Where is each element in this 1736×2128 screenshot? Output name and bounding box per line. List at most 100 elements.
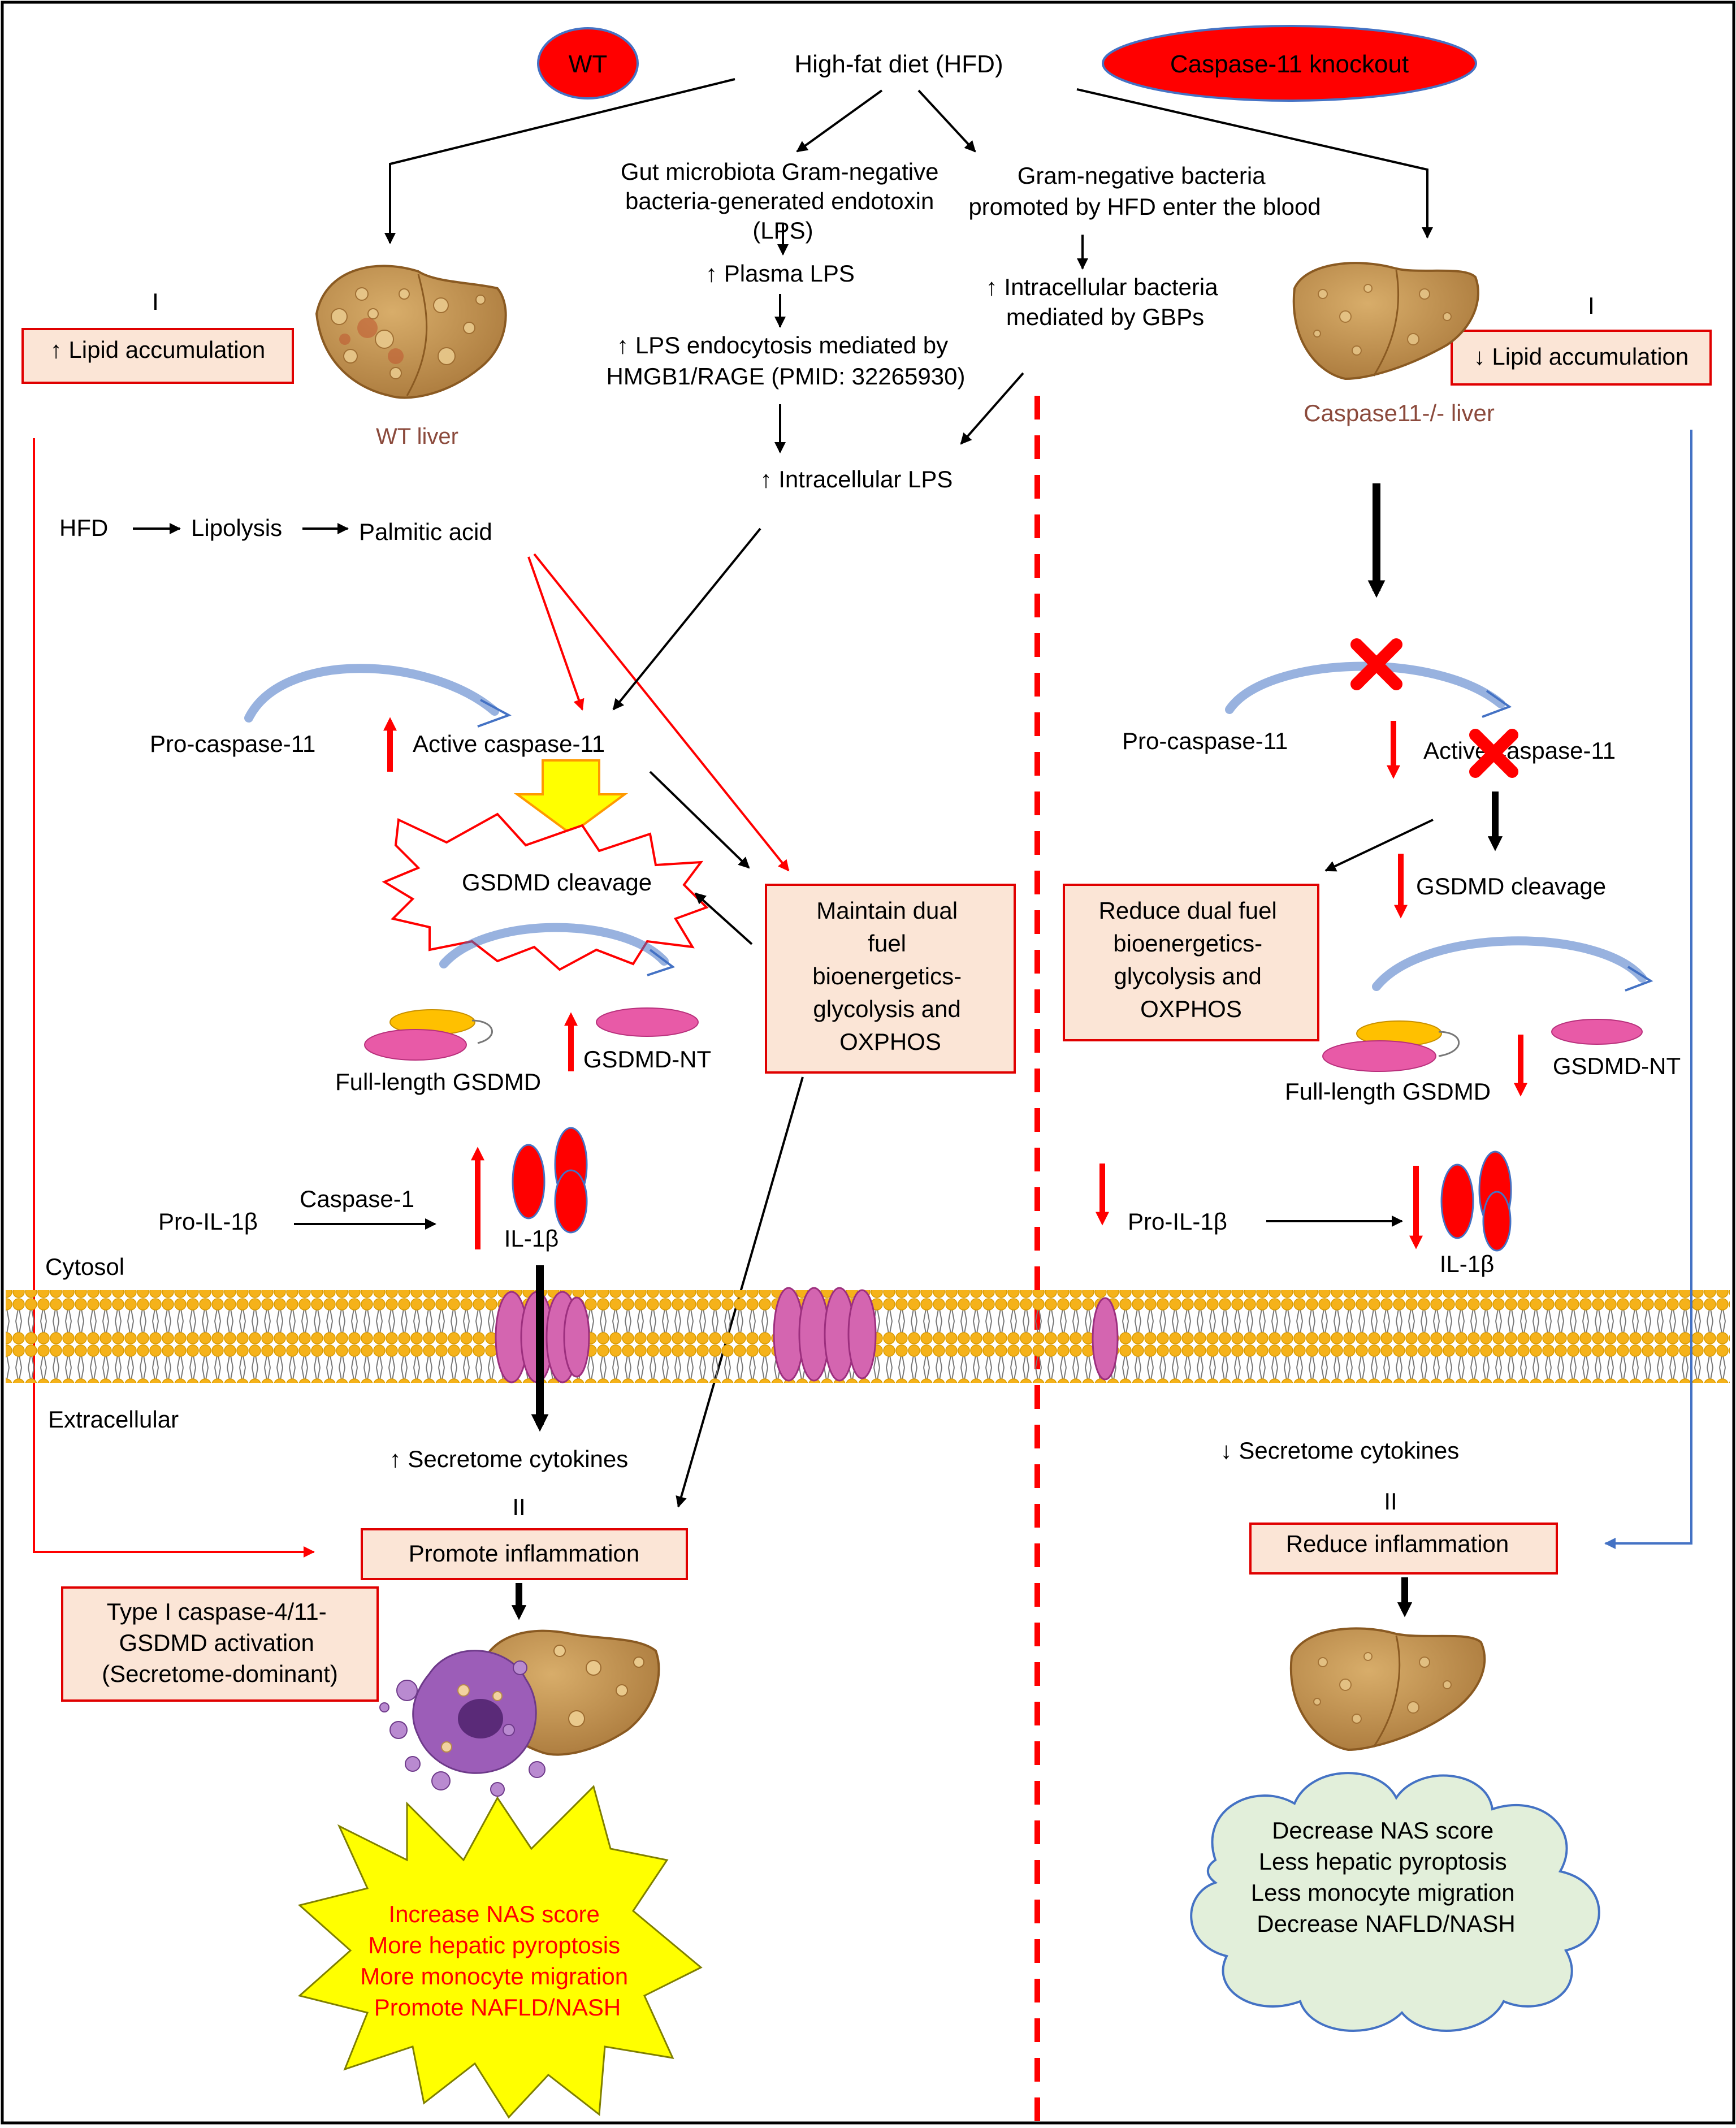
wt-liver-image — [315, 265, 507, 399]
gram-neg-text: Gram-negative bacteria promoted by HFD e… — [968, 162, 1321, 220]
intra-bact-line1: ↑ Intracellular bacteria — [986, 274, 1218, 300]
red-arrow-palmitic-to-maintain — [533, 553, 790, 872]
outcome-left-line1: Increase NAS score — [388, 1901, 600, 1927]
cytosol-label: Cytosol — [45, 1253, 124, 1280]
gsdmd-nt-left-icon — [596, 1007, 699, 1037]
arrow-hfd-to-ko-liver — [1076, 88, 1433, 239]
maintain-line2: fuel — [868, 930, 906, 957]
ko-badge — [1102, 25, 1477, 102]
curved-arrow-gsdmd-left-head — [647, 949, 676, 976]
outcome-left-burst — [297, 1785, 703, 2119]
outcome-right-line1: Decrease NAS score — [1272, 1817, 1493, 1844]
outcome-left-text: Increase NAS score More hepatic pyroptos… — [360, 1901, 635, 2021]
full-length-gsdmd-right-icon — [1322, 1020, 1460, 1072]
lipid-down-box — [1451, 330, 1712, 386]
caspase1-label: Caspase-1 — [300, 1186, 414, 1212]
arrow-hfd-to-gut-lps — [796, 89, 883, 153]
active-right-label: Active caspase-11 — [1423, 737, 1616, 764]
yellow-block-arrow — [513, 759, 629, 836]
procasp-left-label: Pro-caspase-11 — [150, 730, 315, 757]
secretome-up-label: ↑ Secretome cytokines — [389, 1446, 629, 1472]
maintain-line4: glycolysis and — [813, 996, 960, 1022]
maintain-text: Maintain dual fuel bioenergetics- glycol… — [812, 897, 968, 1055]
reduce-bio-line1: Reduce dual fuel — [1099, 897, 1277, 924]
curved-arrow-procasp-right — [1225, 661, 1505, 714]
intra-lps-label: ↑ Intracellular LPS — [760, 466, 953, 492]
roman-ii-right: II — [1384, 1488, 1397, 1515]
outcome-left-line4: Promote NAFLD/NASH — [374, 1994, 621, 2021]
hfd-top-label: High-fat diet (HFD) — [794, 50, 1003, 78]
red-line-lipid-to-inflammation — [33, 438, 315, 1558]
maintain-line5: OXPHOS — [839, 1028, 941, 1055]
outcome-right-text: Decrease NAS score Less hepatic pyroptos… — [1251, 1817, 1522, 1937]
full-length-gsdmd-left-icon — [364, 1009, 493, 1061]
arrow-hfd-to-gram-neg — [917, 89, 976, 153]
red-arrow-palmitic-to-caspase — [527, 556, 585, 711]
gsdmd-nt-right-icon — [1551, 1019, 1643, 1045]
reduce-bio-line3: glycolysis and — [1114, 963, 1261, 989]
wt-badge-label: WT — [569, 50, 607, 78]
curved-arrow-gsdmd-right — [1372, 936, 1647, 991]
curved-arrow-procasp-left-head — [477, 699, 512, 728]
il1b-right-label: IL-1β — [1440, 1251, 1495, 1277]
type1-line2: GSDMD activation — [119, 1629, 314, 1656]
fl-gsdmd-left-label: Full-length GSDMD — [335, 1069, 541, 1095]
roman-i-left: I — [152, 288, 159, 315]
gsdmd-cleave-right-label: GSDMD cleavage — [1416, 873, 1606, 899]
il1b-left-label: IL-1β — [504, 1225, 559, 1252]
roman-ii-left: II — [512, 1494, 525, 1520]
gut-lps-line2: bacteria-generated endotoxin — [625, 188, 934, 214]
curved-arrow-gsdmd-left — [439, 923, 669, 968]
procasp-right-label: Pro-caspase-11 — [1122, 728, 1288, 754]
reduce-bio-line4: OXPHOS — [1140, 996, 1242, 1022]
gsdmd-cleave-left-label: GSDMD cleavage — [462, 869, 652, 896]
blue-line-lipid-to-reduce — [1604, 430, 1692, 1549]
reduce-bio-line2: bioenergetics- — [1113, 930, 1262, 957]
blocked-x-icon-active — [1469, 729, 1518, 778]
gsdmd-cleavage-burst — [382, 812, 709, 971]
gut-lps-line1: Gut microbiota Gram-negative — [621, 158, 939, 185]
outcome-right-cloud — [1190, 1772, 1600, 2032]
promote-inflam-label: Promote inflammation — [409, 1540, 640, 1567]
type1-line1: Type I caspase-4/11- — [107, 1598, 327, 1625]
wt-badge — [537, 27, 639, 100]
nt-left-label: GSDMD-NT — [583, 1046, 711, 1072]
lps-endo-line1: ↑ LPS endocytosis mediated by — [617, 332, 948, 358]
palmitic-label: Palmitic acid — [359, 518, 492, 545]
gram-neg-line1: Gram-negative bacteria — [1018, 162, 1266, 189]
lipid-down-label: ↓ Lipid accumulation — [1474, 343, 1689, 370]
pyroptotic-liver-image — [379, 1629, 660, 1797]
extracellular-label: Extracellular — [48, 1406, 179, 1433]
maintain-line3: bioenergetics- — [812, 963, 962, 989]
pro-il-right-label: Pro-IL-1β — [1128, 1208, 1227, 1235]
intra-bact-line2: mediated by GBPs — [1006, 304, 1204, 330]
arrow-intrabact-to-intralps — [960, 372, 1024, 445]
arrow-caspase-to-maintain — [649, 771, 750, 869]
curved-arrow-gsdmd-right-head — [1625, 966, 1653, 992]
ko-badge-label: Caspase-11 knockout — [1170, 50, 1409, 78]
reduce-bioenergetics-box — [1063, 884, 1319, 1041]
ko-liver-label: Caspase11-/- liver — [1304, 400, 1495, 426]
maintain-bioenergetics-box — [765, 884, 1016, 1074]
lps-endo-text: ↑ LPS endocytosis mediated by HMGB1/RAGE… — [607, 332, 966, 390]
blocked-x-icon-top — [1350, 638, 1402, 690]
gram-neg-line2: promoted by HFD enter the blood — [968, 193, 1321, 220]
fl-gsdmd-right-label: Full-length GSDMD — [1285, 1078, 1491, 1105]
reduce-bio-text: Reduce dual fuel bioenergetics- glycolys… — [1099, 897, 1284, 1022]
il1b-left-icon — [512, 1127, 588, 1234]
type1-text: Type I caspase-4/11- GSDMD activation (S… — [102, 1598, 338, 1687]
maintain-line1: Maintain dual — [816, 897, 958, 924]
type1-line3: (Secretome-dominant) — [102, 1660, 338, 1687]
active-left-label: Active caspase-11 — [413, 730, 605, 757]
lps-endo-line2: HMGB1/RAGE (PMID: 32265930) — [607, 363, 966, 390]
curved-arrow-procasp-left — [244, 664, 499, 723]
nt-right-label: GSDMD-NT — [1553, 1053, 1681, 1079]
membrane-channel-left — [495, 1291, 590, 1383]
ko-liver-image — [1292, 262, 1479, 380]
arrow-maintain-to-gsdmd — [694, 892, 753, 945]
lipolysis-label: Lipolysis — [191, 514, 282, 541]
promote-inflammation-box — [361, 1528, 688, 1580]
membrane-channel-right — [1092, 1297, 1119, 1381]
reduce-inflammation-box — [1249, 1523, 1558, 1575]
secretome-down-label: ↓ Secretome cytokines — [1220, 1437, 1460, 1464]
